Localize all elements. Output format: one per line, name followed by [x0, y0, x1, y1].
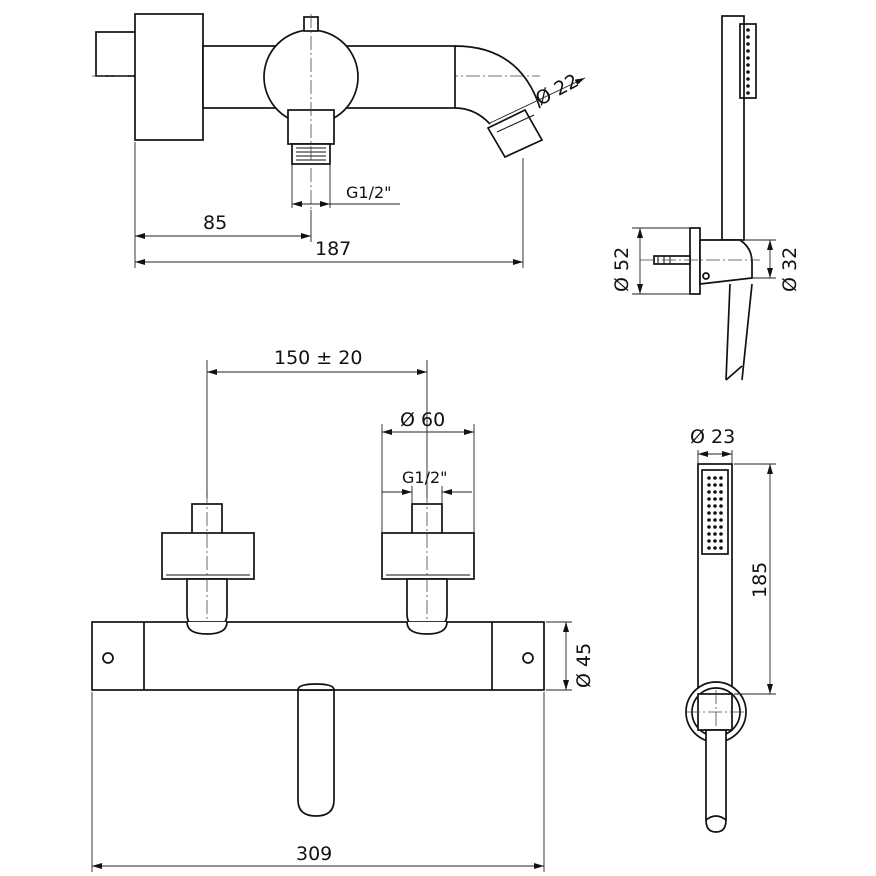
- spout-outlet: [486, 108, 544, 159]
- front-view-handshower: Ø 23 185: [685, 426, 776, 833]
- spray-nozzles-front: [707, 476, 723, 550]
- wall-rosette: [134, 13, 204, 141]
- side-view-mixer: Ø 22 G1/2" 85 187: [92, 13, 586, 268]
- mixer-body-front: [91, 621, 545, 691]
- right-handle-indicator: [522, 652, 534, 664]
- spout-tube: [454, 45, 541, 109]
- holder-block: [699, 239, 753, 285]
- spout-front: [297, 689, 335, 817]
- left-handle-indicator: [102, 652, 114, 664]
- holder-wall-flange: [689, 227, 701, 295]
- dim-187: 187: [315, 238, 351, 260]
- hose-side: [725, 283, 753, 381]
- hose-front: [705, 729, 727, 833]
- dim-rosette-diameter: Ø 60: [400, 409, 445, 431]
- dim-flange-diameter: Ø 52: [611, 247, 633, 292]
- dim-handle-diameter: Ø 23: [690, 426, 735, 448]
- dim-inlet-centers: 150 ± 20: [274, 347, 362, 369]
- dim-handshower-length: 185: [749, 562, 771, 598]
- dim-85: 85: [203, 212, 227, 234]
- dim-total-width: 309: [296, 843, 332, 865]
- dim-body-diameter: Ø 45: [573, 643, 595, 688]
- side-view-handshower-holder: Ø 52 Ø 32: [611, 15, 801, 381]
- dim-holder-diameter: Ø 32: [779, 247, 801, 292]
- right-rosette: [381, 532, 475, 580]
- dim-thread-front: G1/2": [402, 468, 448, 487]
- front-view-mixer: 150 ± 20 Ø 60 G1/2" Ø 45 309: [91, 347, 595, 872]
- spray-nozzles-side: [746, 28, 750, 95]
- wall-connector: [95, 31, 137, 77]
- left-rosette: [161, 532, 255, 580]
- dim-thread-side: G1/2": [346, 183, 392, 202]
